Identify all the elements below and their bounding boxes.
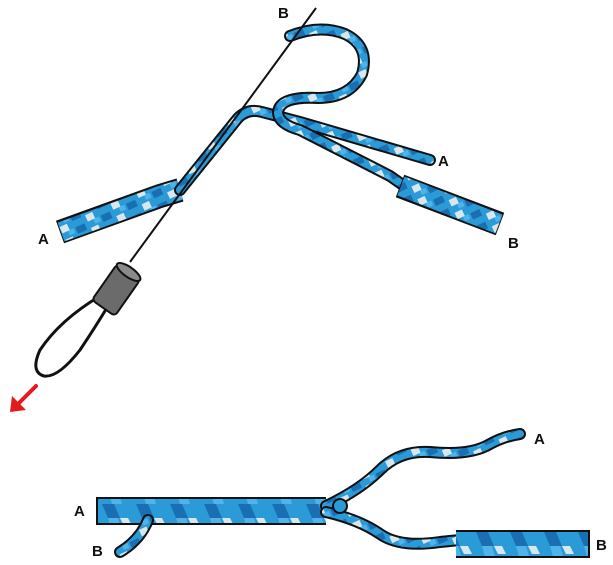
fid-needle	[130, 8, 316, 262]
label-top-right-b: B	[508, 235, 519, 252]
label-bottom-right-a: A	[534, 431, 545, 448]
label-needle-b: B	[278, 5, 289, 22]
bottom-illustration: A B A B	[74, 431, 607, 560]
splicing-fid-icon	[36, 260, 143, 376]
top-illustration: B A A B	[10, 5, 519, 412]
arrow-down-left-icon	[10, 386, 36, 412]
rope-b-bottom-thick	[456, 530, 590, 558]
splice-crossover	[333, 499, 347, 513]
label-bottom-left-b: B	[92, 543, 103, 560]
label-bottom-right-b: B	[596, 537, 607, 554]
rope-b-loop	[278, 29, 410, 190]
rope-b-right-thick	[400, 186, 500, 224]
label-top-right-a: A	[438, 153, 449, 170]
rope-a-bottom-thick	[96, 497, 326, 525]
rope-b-thin-down	[326, 512, 460, 544]
label-top-left-a: A	[38, 231, 49, 248]
label-bottom-left-a: A	[74, 503, 85, 520]
rope-a-left-thick	[60, 190, 180, 232]
rope-a-thin-up	[326, 434, 520, 506]
